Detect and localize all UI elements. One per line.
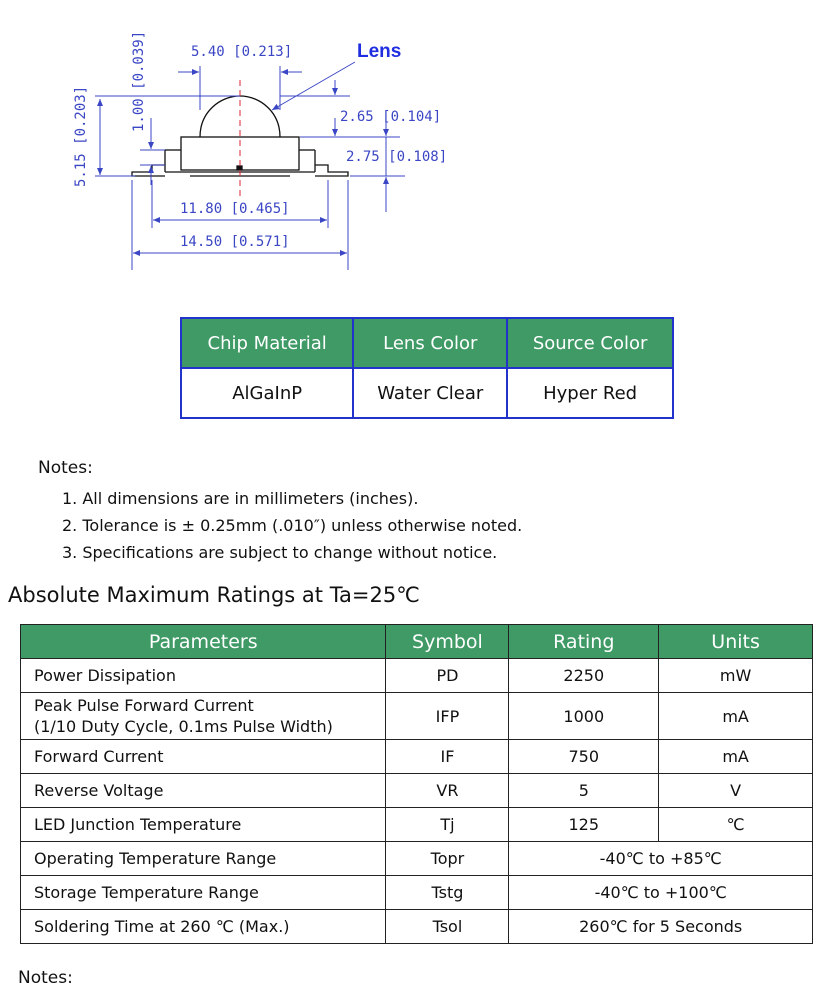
rating-cell: 1000 bbox=[508, 692, 660, 740]
units-cell: mW bbox=[658, 658, 813, 693]
table-row: Reverse Voltage VR 5 V bbox=[19, 773, 813, 808]
chip-material-table: Chip Material Lens Color Source Color Al… bbox=[179, 317, 674, 419]
symbol-cell: Tstg bbox=[385, 875, 510, 910]
rating-cell: 260℃ for 5 Seconds bbox=[508, 909, 813, 944]
note-item-1: 1. All dimensions are in millimeters (in… bbox=[62, 489, 419, 508]
package-outline-drawing: Lens 5.40 [0.213] 5.15 [0.203] 1.00 [0.0… bbox=[73, 31, 447, 270]
dim-vertical-total: 5.15 [0.203] bbox=[73, 86, 89, 187]
param-cell: Forward Current bbox=[19, 739, 387, 774]
rating-cell: 750 bbox=[508, 739, 660, 774]
param-cell: Power Dissipation bbox=[19, 658, 387, 693]
units-cell: ℃ bbox=[658, 807, 813, 842]
symbol-cell: Tsol bbox=[385, 909, 510, 944]
param-line-1: Peak Pulse Forward Current bbox=[34, 696, 254, 715]
header-rating: Rating bbox=[508, 624, 660, 659]
header-symbol: Symbol bbox=[385, 624, 510, 659]
dim-body-height: 2.75 [0.108] bbox=[346, 149, 447, 165]
absolute-maximum-ratings-table: Parameters Symbol Rating Units Power Dis… bbox=[19, 624, 813, 944]
table-row: Soldering Time at 260 ℃ (Max.) Tsol 260℃… bbox=[19, 909, 813, 944]
units-cell: V bbox=[658, 773, 813, 808]
symbol-cell: PD bbox=[385, 658, 510, 693]
dim-outer-width: 14.50 [0.571] bbox=[180, 234, 290, 250]
header-source-color: Source Color bbox=[506, 317, 674, 369]
cell-source-color: Hyper Red bbox=[506, 367, 674, 419]
ratings-section-title: Absolute Maximum Ratings at Ta=25℃ bbox=[8, 583, 420, 607]
dim-lens-height: 2.65 [0.104] bbox=[340, 109, 441, 125]
param-line-2: (1/10 Duty Cycle, 0.1ms Pulse Width) bbox=[34, 717, 333, 736]
cell-lens-color: Water Clear bbox=[352, 367, 509, 419]
dim-top-width: 5.40 [0.213] bbox=[191, 44, 292, 60]
param-cell: Operating Temperature Range bbox=[19, 841, 387, 876]
table-row: Operating Temperature Range Topr -40℃ to… bbox=[19, 841, 813, 876]
units-cell: mA bbox=[658, 739, 813, 774]
lens-leader bbox=[271, 61, 356, 111]
units-cell: mA bbox=[658, 692, 813, 740]
param-cell: Reverse Voltage bbox=[19, 773, 387, 808]
table-row: Power Dissipation PD 2250 mW bbox=[19, 658, 813, 693]
rating-cell: -40℃ to +85℃ bbox=[508, 841, 813, 876]
table-row: Forward Current IF 750 mA bbox=[19, 739, 813, 774]
header-units: Units bbox=[658, 624, 813, 659]
table-row: LED Junction Temperature Tj 125 ℃ bbox=[19, 807, 813, 842]
cell-chip-material: AlGaInP bbox=[179, 367, 355, 419]
lens-label: Lens bbox=[357, 41, 401, 62]
symbol-cell: IF bbox=[385, 739, 510, 774]
dim-inner-width: 11.80 [0.465] bbox=[180, 201, 290, 217]
note-item-3: 3. Specifications are subject to change … bbox=[62, 543, 498, 562]
symbol-cell: Topr bbox=[385, 841, 510, 876]
symbol-cell: IFP bbox=[385, 692, 510, 740]
table-row: Storage Temperature Range Tstg -40℃ to +… bbox=[19, 875, 813, 910]
header-lens-color: Lens Color bbox=[352, 317, 509, 369]
rating-cell: 2250 bbox=[508, 658, 660, 693]
header-parameters: Parameters bbox=[19, 624, 387, 659]
param-cell: LED Junction Temperature bbox=[19, 807, 387, 842]
symbol-cell: Tj bbox=[385, 807, 510, 842]
param-cell: Soldering Time at 260 ℃ (Max.) bbox=[19, 909, 387, 944]
bottom-notes-title: Notes: bbox=[18, 968, 73, 988]
rating-cell: 125 bbox=[508, 807, 660, 842]
notes-title: Notes: bbox=[38, 458, 93, 478]
symbol-cell: VR bbox=[385, 773, 510, 808]
dim-vertical-small: 1.00 [0.039] bbox=[131, 31, 147, 132]
note-item-2: 2. Tolerance is ± 0.25mm (.010″) unless … bbox=[62, 516, 523, 535]
table-row: Peak Pulse Forward Current (1/10 Duty Cy… bbox=[19, 692, 813, 740]
header-chip-material: Chip Material bbox=[179, 317, 355, 369]
rating-cell: 5 bbox=[508, 773, 660, 808]
param-cell: Peak Pulse Forward Current (1/10 Duty Cy… bbox=[19, 692, 387, 740]
param-cell: Storage Temperature Range bbox=[19, 875, 387, 910]
rating-cell: -40℃ to +100℃ bbox=[508, 875, 813, 910]
